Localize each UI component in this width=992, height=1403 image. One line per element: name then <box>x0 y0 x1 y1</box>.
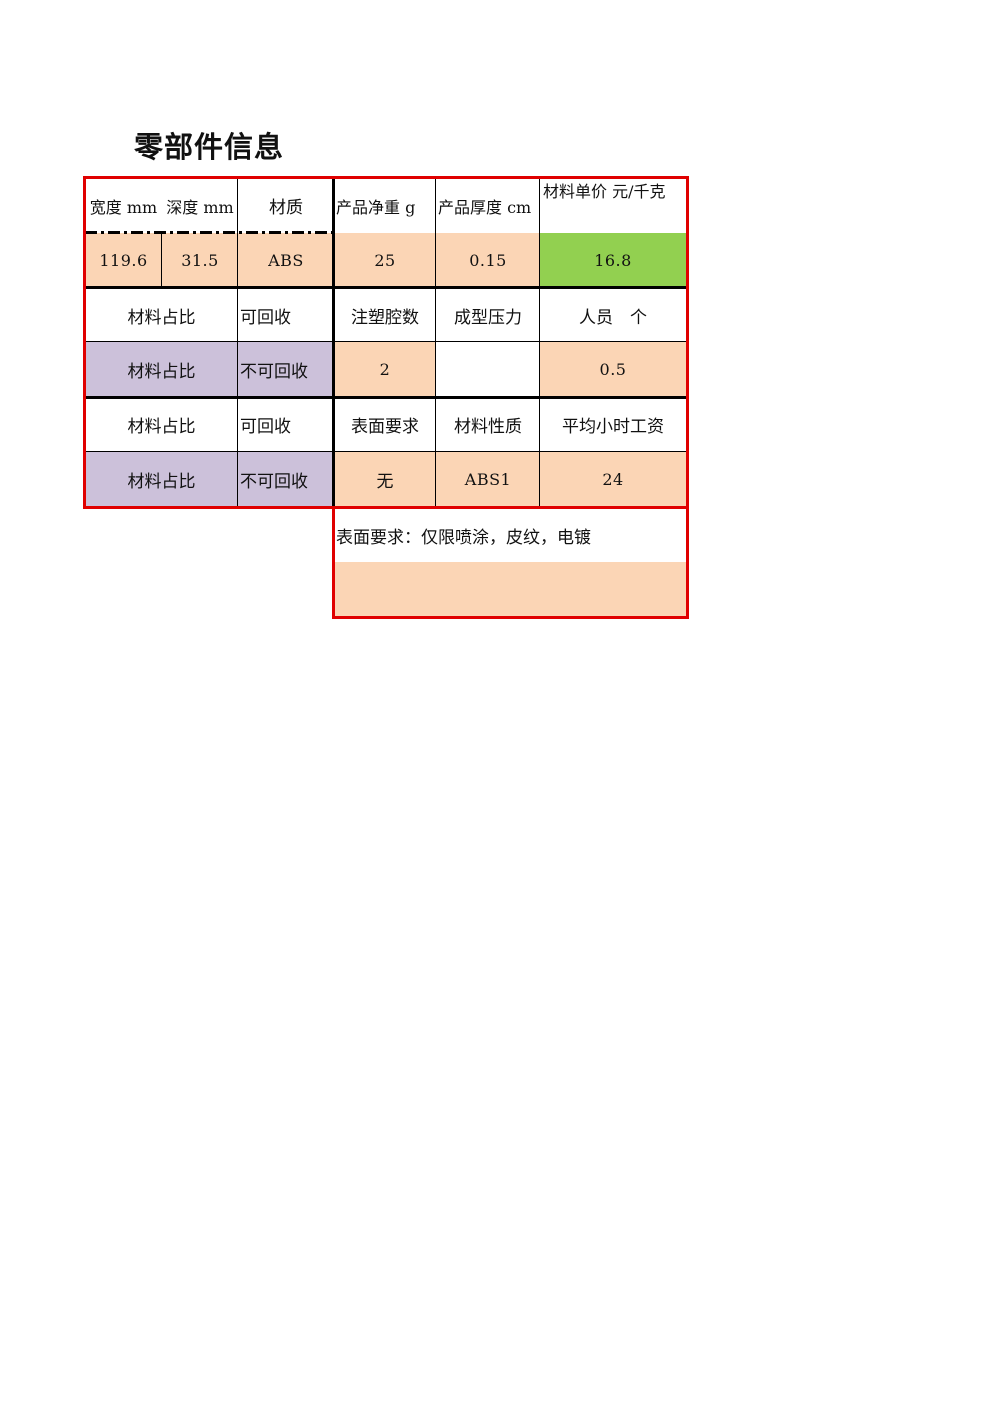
property-label: 材料性质 <box>454 417 522 437</box>
non-recyclable-label: 不可回收 <box>238 342 334 397</box>
pressure-value <box>436 342 540 397</box>
non-recyclable-label-2: 不可回收 <box>238 452 334 506</box>
grid-line <box>85 341 686 342</box>
grid-line-bold <box>332 178 335 508</box>
surface-note: 表面要求：仅限喷涂，皮纹，电镀 <box>336 527 591 548</box>
value-unit-price: 16.8 <box>540 233 686 287</box>
property-value: ABS1 <box>436 452 540 506</box>
value-depth: 31.5 <box>162 233 238 287</box>
surface-note-value <box>334 562 686 616</box>
wage-value: 24 <box>540 452 686 506</box>
red-border <box>83 176 689 179</box>
red-border <box>332 616 689 619</box>
grid-line-bold <box>85 286 686 289</box>
ratio-label-non-recyclable-2: 材料占比 <box>85 452 238 506</box>
grid-line <box>539 178 540 506</box>
page-title: 零部件信息 <box>134 130 285 164</box>
ratio-label-non-recyclable: 材料占比 <box>85 342 238 397</box>
pressure-label: 成型压力 <box>454 307 522 328</box>
surface-label: 表面要求 <box>351 417 419 437</box>
header-width: 宽度 mm <box>89 197 158 217</box>
red-border <box>686 176 689 619</box>
recyclable-label: 可回收 <box>240 307 291 328</box>
grid-line <box>161 233 162 287</box>
value-net-weight: 25 <box>334 233 436 287</box>
header-depth: 深度 mm <box>166 197 234 217</box>
header-material: 材质 <box>269 198 303 218</box>
dash-dot-line <box>85 231 334 234</box>
surface-value: 无 <box>334 452 436 506</box>
ratio-label-recyclable-2: 材料占比 <box>127 417 196 437</box>
grid-line <box>85 451 686 452</box>
cavities-value: 2 <box>334 342 436 397</box>
header-net-weight: 产品净重 g <box>336 197 416 217</box>
value-material: ABS <box>238 233 334 287</box>
header-thickness: 产品厚度 cm <box>438 197 532 217</box>
red-border <box>332 506 335 619</box>
red-border <box>83 176 86 509</box>
cavities-label: 注塑腔数 <box>351 307 419 328</box>
recyclable-label-2: 可回收 <box>240 417 291 437</box>
value-thickness: 0.15 <box>436 233 540 287</box>
grid-line <box>435 178 436 506</box>
ratio-label-recyclable: 材料占比 <box>127 307 196 328</box>
value-width: 119.6 <box>85 233 162 287</box>
grid-line-bold <box>85 396 686 399</box>
header-unit-price: 材料单价 元/千克 <box>543 182 666 201</box>
grid-line <box>237 178 238 506</box>
staff-label: 人员 个 <box>579 307 647 328</box>
staff-value: 0.5 <box>540 342 686 397</box>
wage-label: 平均小时工资 <box>562 417 664 437</box>
red-border <box>83 506 689 509</box>
